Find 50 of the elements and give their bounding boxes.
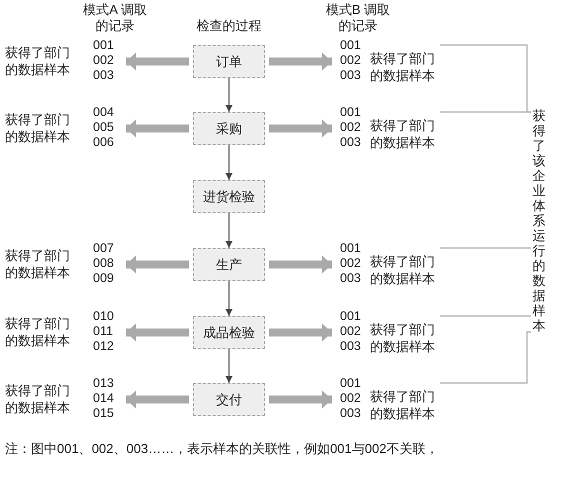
hollow-arrow bbox=[269, 120, 332, 138]
bracket-line bbox=[440, 111, 531, 113]
bracket-line bbox=[440, 247, 531, 249]
record-codes: 004 005 006 bbox=[93, 105, 115, 150]
record-codes: 001 002 003 bbox=[340, 38, 362, 83]
arrow bbox=[226, 349, 232, 383]
arrow bbox=[226, 213, 232, 248]
record-codes: 001 002 003 bbox=[340, 376, 362, 421]
sample-note: 获得了部门的数据样本 bbox=[370, 321, 436, 355]
sample-note: 获得了部门的数据样本 bbox=[370, 117, 436, 151]
arrow bbox=[226, 281, 232, 316]
process-box: 生产 bbox=[193, 248, 265, 281]
record-codes: 010 011 012 bbox=[93, 309, 115, 354]
footnote: 注：图中001、002、003……，表示样本的关联性，例如001与002不关联， bbox=[5, 440, 438, 458]
bracket-line bbox=[440, 315, 531, 317]
hollow-arrow bbox=[126, 390, 189, 408]
sample-note: 获得了部门的数据样本 bbox=[5, 247, 71, 281]
column-header: 检查的过程 bbox=[196, 18, 262, 34]
hollow-arrow bbox=[126, 256, 189, 274]
sample-note: 获得了部门的数据样本 bbox=[5, 315, 71, 349]
hollow-arrow bbox=[269, 52, 332, 70]
process-box: 进货检验 bbox=[193, 180, 265, 213]
record-codes: 001 002 003 bbox=[93, 38, 115, 83]
sample-note: 获得了部门的数据样本 bbox=[5, 382, 71, 416]
arrow bbox=[226, 145, 232, 180]
hollow-arrow bbox=[269, 256, 332, 274]
sample-note: 获得了部门的数据样本 bbox=[5, 44, 71, 78]
sample-note: 获得了部门的数据样本 bbox=[370, 50, 436, 84]
arrow bbox=[226, 78, 232, 112]
record-codes: 001 002 003 bbox=[340, 241, 362, 286]
bracket-line bbox=[440, 331, 531, 384]
sample-note: 获得了部门的数据样本 bbox=[5, 111, 71, 145]
record-codes: 007 008 009 bbox=[93, 241, 115, 286]
hollow-arrow bbox=[269, 390, 332, 408]
record-codes: 013 014 015 bbox=[93, 376, 115, 421]
hollow-arrow bbox=[269, 324, 332, 342]
record-codes: 001 002 003 bbox=[340, 309, 362, 354]
column-header: 模式B 调取的记录 bbox=[324, 2, 392, 34]
process-box: 采购 bbox=[193, 112, 265, 145]
process-box: 订单 bbox=[193, 45, 265, 78]
process-box: 交付 bbox=[193, 383, 265, 416]
process-box: 成品检验 bbox=[193, 316, 265, 349]
hollow-arrow bbox=[126, 52, 189, 70]
sample-note: 获得了部门的数据样本 bbox=[370, 388, 436, 422]
sample-note: 获得了部门的数据样本 bbox=[370, 253, 436, 287]
record-codes: 001 002 003 bbox=[340, 105, 362, 150]
hollow-arrow bbox=[126, 324, 189, 342]
hollow-arrow bbox=[126, 120, 189, 138]
column-header: 模式A 调取的记录 bbox=[82, 2, 148, 34]
vertical-note: 获得了该企业体系运行的数据样本 bbox=[531, 108, 547, 336]
